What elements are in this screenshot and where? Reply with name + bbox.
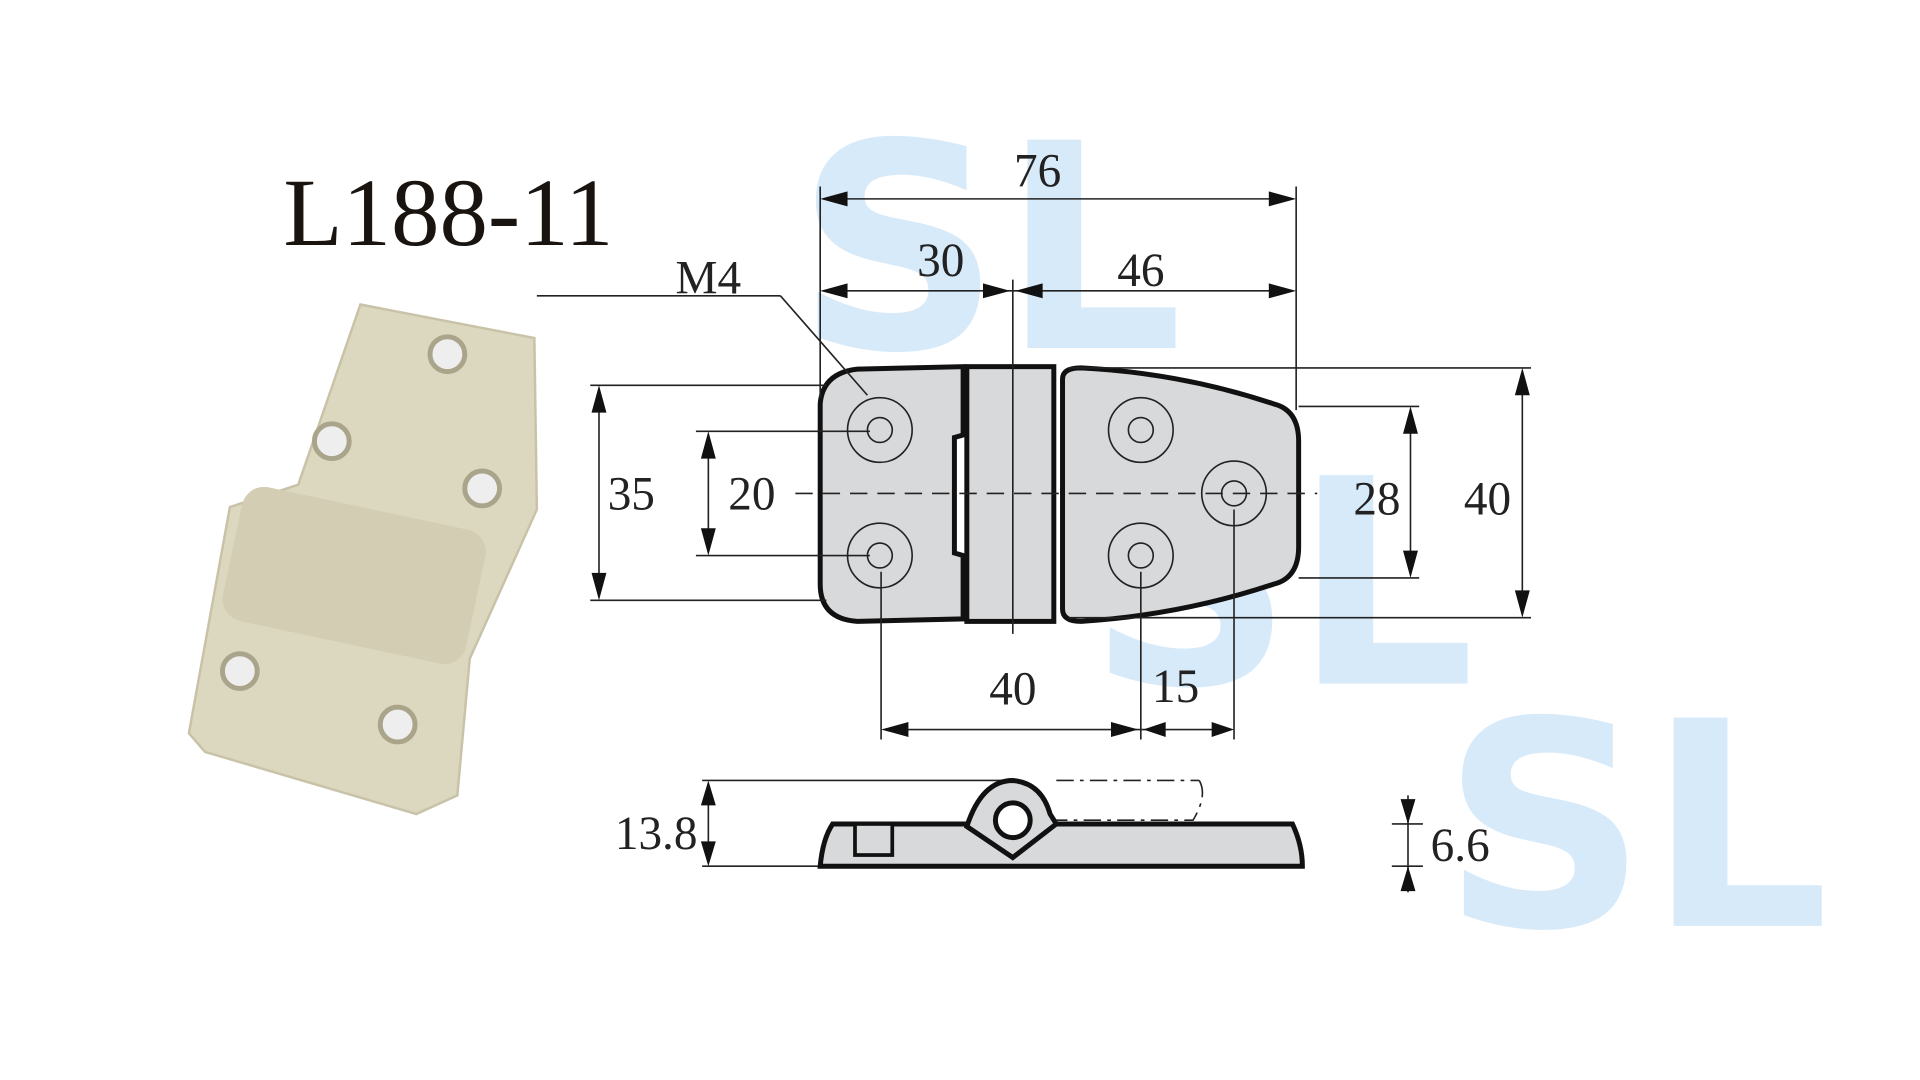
svg-text:SL: SL [795, 84, 1183, 416]
dimension-labels: 76 30 46 M4 35 20 28 40 40 15 13.8 6.6 [608, 145, 1511, 872]
hinge-photo [187, 303, 539, 816]
dimension-lines [598, 198, 1524, 893]
dimension-arrows [591, 191, 1530, 892]
dim-40-spacing: 40 [989, 664, 1036, 716]
dim-13-8: 13.8 [615, 808, 698, 860]
dim-30: 30 [917, 235, 964, 287]
dim-15: 15 [1152, 661, 1199, 713]
dim-6-6: 6.6 [1431, 820, 1490, 872]
dim-76: 76 [1014, 145, 1061, 197]
dim-35: 35 [608, 469, 655, 521]
svg-text:SL: SL [1442, 662, 1830, 994]
dim-20: 20 [728, 469, 775, 521]
side-view [702, 777, 1423, 869]
product-title: L188-11 [283, 159, 613, 266]
dim-28: 28 [1353, 474, 1400, 526]
thread-m4: M4 [676, 252, 742, 304]
dim-40-width: 40 [1464, 474, 1511, 526]
plan-view [536, 186, 1532, 740]
dim-46: 46 [1117, 245, 1164, 297]
